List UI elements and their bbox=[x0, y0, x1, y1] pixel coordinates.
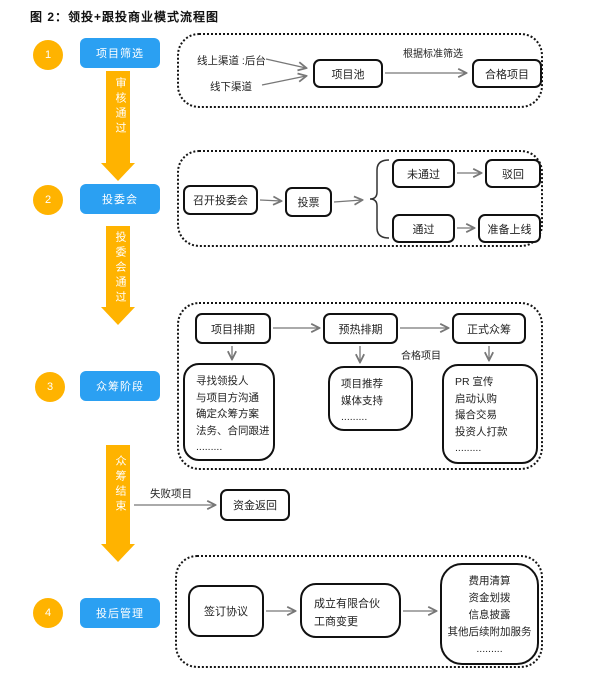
formal-detail-box: PR 宣传 启动认购 撮合交易 投资人打款 ......... bbox=[442, 364, 538, 464]
offline-channel-label: 线下渠道 bbox=[210, 81, 252, 93]
down-arrow-2-head bbox=[101, 307, 135, 325]
down-arrow-3-caption: 众筹结束 bbox=[114, 455, 126, 515]
preheat-detail-box: 项目推荐 媒体支持 ......... bbox=[328, 366, 413, 431]
stage-label-investment-committee: 投委会 bbox=[80, 184, 160, 214]
failed-project-label: 失败项目 bbox=[150, 488, 192, 500]
funds-returned-box: 资金返回 bbox=[220, 489, 290, 521]
detail-line: 启动认购 bbox=[455, 392, 497, 405]
down-arrow-3-head bbox=[101, 544, 135, 562]
detail-line: 资金划拨 bbox=[468, 592, 511, 604]
qualified-project-label: 合格项目 bbox=[401, 351, 441, 362]
down-arrow-1-caption: 审核通过 bbox=[114, 77, 126, 137]
stage-number-4: 4 bbox=[33, 598, 63, 628]
setup-partnership-box: 成立有限合伙 工商变更 bbox=[300, 583, 401, 638]
prepare-launch-box: 准备上线 bbox=[478, 214, 541, 243]
diagram-title: 图 2：领投+跟投商业模式流程图 bbox=[30, 10, 220, 24]
filter-criteria-label: 根据标准筛选 bbox=[403, 49, 463, 60]
down-arrow-3-body bbox=[106, 445, 130, 544]
qualified-project-box: 合格项目 bbox=[472, 59, 542, 88]
detail-line: 其他后续附加服务 bbox=[447, 626, 532, 638]
detail-line: ......... bbox=[476, 643, 503, 655]
project-scheduling-box: 项目排期 bbox=[195, 313, 271, 344]
detail-line: ......... bbox=[455, 442, 482, 454]
not-passed-box: 未通过 bbox=[392, 159, 455, 188]
detail-line: 信息披露 bbox=[468, 609, 511, 621]
sign-agreement-box: 签订协议 bbox=[188, 585, 264, 637]
vote-box: 投票 bbox=[285, 187, 332, 217]
project-pool-box: 项目池 bbox=[313, 59, 383, 88]
detail-line: 法务、合同跟进 bbox=[196, 424, 270, 437]
preheat-scheduling-box: 预热排期 bbox=[323, 313, 398, 344]
down-arrow-2-body bbox=[106, 226, 130, 307]
detail-line: 与项目方沟通 bbox=[196, 391, 259, 404]
stage-number-2: 2 bbox=[33, 185, 63, 215]
detail-line: 费用清算 bbox=[468, 575, 511, 587]
down-arrow-2-caption: 投委会通过 bbox=[114, 231, 126, 306]
rejected-box: 驳回 bbox=[485, 159, 541, 188]
detail-line: 成立有限合伙 bbox=[314, 598, 380, 610]
detail-line: ......... bbox=[196, 441, 223, 453]
detail-line: 媒体支持 bbox=[341, 394, 383, 407]
detail-line: 项目推荐 bbox=[341, 378, 383, 390]
stage-number-3: 3 bbox=[35, 372, 65, 402]
detail-line: ......... bbox=[341, 411, 368, 423]
down-arrow-1-head bbox=[101, 163, 135, 181]
passed-box: 通过 bbox=[392, 214, 455, 243]
stage-label-post-investment: 投后管理 bbox=[80, 598, 160, 628]
detail-line: PR 宣传 bbox=[455, 376, 494, 388]
convene-committee-box: 召开投委会 bbox=[183, 185, 258, 215]
stage-label-crowdfunding: 众筹阶段 bbox=[80, 371, 160, 401]
detail-line: 撮合交易 bbox=[455, 409, 497, 421]
detail-line: 确定众筹方案 bbox=[196, 408, 259, 420]
post-investment-detail-box: 费用清算 资金划拨 信息披露 其他后续附加服务 ......... bbox=[440, 563, 539, 665]
formal-crowdfunding-box: 正式众筹 bbox=[452, 313, 526, 344]
online-channel-label: 线上渠道 :后台 bbox=[197, 55, 266, 67]
down-arrow-1-body bbox=[106, 71, 130, 163]
detail-line: 工商变更 bbox=[314, 616, 358, 628]
detail-line: 寻找领投人 bbox=[196, 375, 249, 387]
detail-line: 投资人打款 bbox=[455, 425, 508, 438]
stage-number-1: 1 bbox=[33, 40, 63, 70]
scheduling-detail-box: 寻找领投人 与项目方沟通 确定众筹方案 法务、合同跟进 ......... bbox=[183, 363, 275, 461]
stage-label-project-screening: 项目筛选 bbox=[80, 38, 160, 68]
